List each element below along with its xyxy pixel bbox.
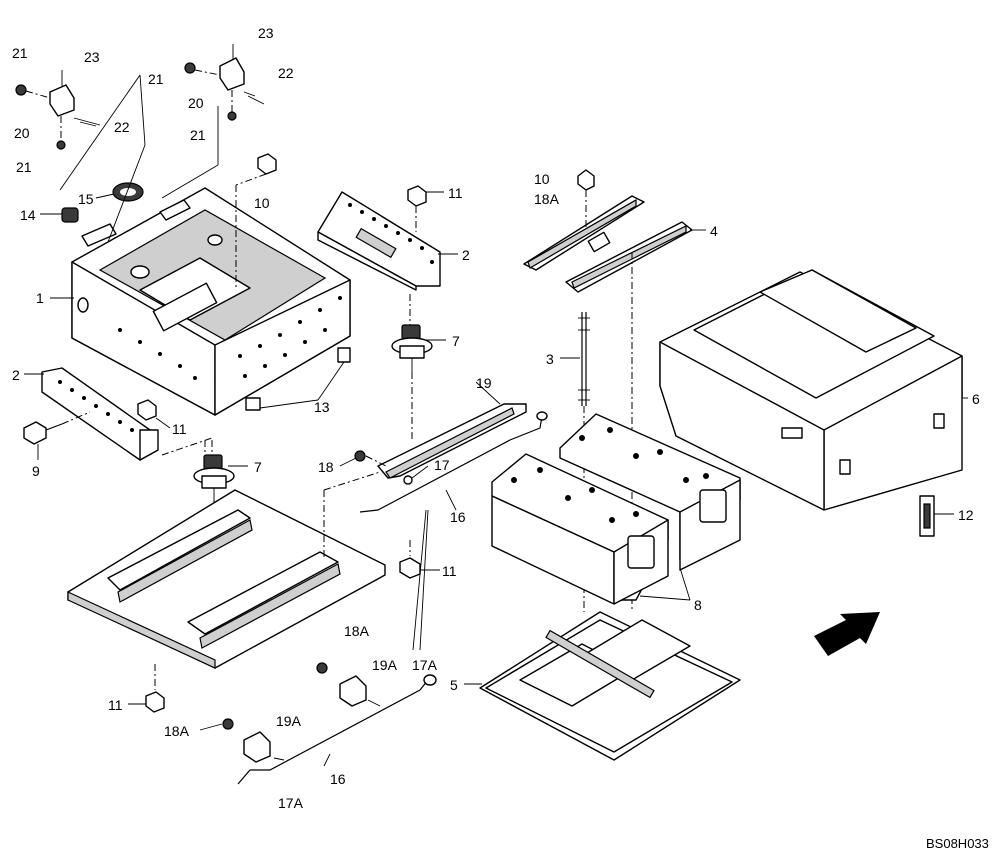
label-2-upper: 2 [462,247,470,263]
label-11-bottom: 11 [108,697,123,713]
label-2-lower: 2 [12,367,20,383]
label-18: 18 [318,459,334,475]
label-23-right: 23 [258,25,274,41]
nut-11-top [407,185,427,207]
battery-box [71,187,351,416]
rod-lower [222,662,437,785]
label-18a-top: 18A [534,191,560,207]
bolt-9 [23,411,91,445]
nut-11-bottom [145,691,165,713]
label-18a-bottom: 18A [164,723,190,739]
label-11-top: 11 [448,185,463,201]
grommet-14 [61,207,79,223]
base-plate [67,489,386,669]
label-8: 8 [694,597,702,613]
label-3: 3 [546,351,554,367]
label-21-a: 21 [12,45,28,61]
label-1: 1 [36,290,44,306]
bracket-upper [317,191,441,291]
part-labels: 1 2 2 3 4 5 6 7 7 8 9 10 10 11 11 11 11 … [12,25,989,851]
label-22-left: 22 [114,119,130,135]
arrow-icon [814,612,880,656]
label-19a-lower: 19A [276,713,302,729]
label-16-lower: 16 [330,771,346,787]
label-7-lower: 7 [254,459,262,475]
label-21-d: 21 [16,159,32,175]
label-11-left: 11 [172,421,187,437]
clip-12 [919,495,935,537]
nut-11-mid [399,557,421,579]
label-9: 9 [32,463,40,479]
label-14: 14 [20,207,36,223]
battery-rear [559,413,741,571]
top-rails [523,195,693,293]
label-22-right: 22 [278,65,294,81]
label-21-b: 21 [148,71,164,87]
nut-10-right [577,169,595,191]
label-7-upper: 7 [452,333,460,349]
label-20-left: 20 [14,125,30,141]
clamp-left [15,70,101,150]
label-19: 19 [476,375,492,391]
label-10-right: 10 [534,171,550,187]
label-18a-mid: 18A [344,623,370,639]
label-19a-upper: 19A [372,657,398,673]
mount-7-lower [193,440,235,512]
bracket-lower [41,367,159,461]
clamp-19a-upper [339,675,367,707]
nut-10-left [257,153,277,175]
label-15: 15 [78,191,94,207]
reference-code: BS08H033 [926,836,989,851]
label-20-right: 20 [188,95,204,111]
label-16-upper: 16 [450,509,466,525]
hold-down-bar [354,403,548,513]
clamp-19a-lower [243,731,271,763]
battery-front [491,453,669,605]
label-6: 6 [972,391,980,407]
battery-tray [479,611,741,761]
label-21-c: 21 [190,127,206,143]
label-13: 13 [314,399,330,415]
label-17a-upper: 17A [412,657,438,673]
clamp-right [184,44,256,121]
mount-7-upper [391,294,433,440]
leader-lines [24,95,968,767]
label-10-left: 10 [254,195,270,211]
label-5: 5 [450,677,458,693]
label-17a-lower: 17A [278,795,304,811]
label-4: 4 [710,223,718,239]
nut-11-left [137,399,157,421]
label-23-left: 23 [84,49,100,65]
label-11-mid: 11 [442,563,457,579]
label-17: 17 [434,457,450,473]
label-12: 12 [958,507,974,523]
